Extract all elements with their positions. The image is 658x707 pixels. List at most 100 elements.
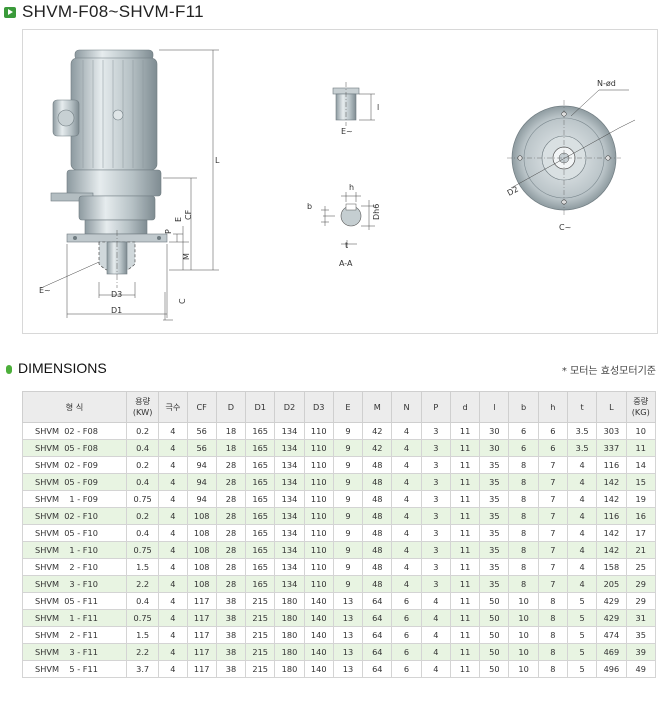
table-cell: 142 [596,473,627,491]
table-cell: 7 [537,490,569,508]
table-cell: 134 [274,507,305,525]
table-cell: 496 [596,660,627,678]
table-cell: 13 [332,609,364,627]
page-title: SHVM-F08~SHVM-F11 [22,2,204,21]
table-cell: 4 [158,609,188,627]
table-cell: 117 [186,626,217,644]
table-cell: 4 [158,643,188,661]
table-cell: 4 [391,541,422,559]
table-cell: 38 [215,609,247,627]
table-cell: 35 [479,507,510,525]
table-cell: 6 [508,439,539,457]
column-header-label: l [493,401,496,412]
table-cell: 64 [362,592,393,610]
table-cell: 50 [479,609,510,627]
table-cell: 117 [186,660,217,678]
table-cell: 8 [508,456,539,474]
column-header-label: D1 [254,401,266,412]
table-cell: 38 [215,592,247,610]
table-cell: 14 [625,456,657,474]
table-cell: 4 [566,524,598,542]
table-cell: 215 [245,626,276,644]
table-cell: 215 [245,643,276,661]
table-cell: 11 [449,643,481,661]
column-header: D1 [245,391,276,423]
table-cell: 3 [420,541,451,559]
table-cell: 142 [596,490,627,508]
table-cell: 4 [566,473,598,491]
table-cell: 48 [362,473,393,491]
table-cell: 3.7 [125,660,160,678]
table-cell: 11 [449,439,481,457]
column-header-label: b [521,401,527,412]
table-cell: 108 [186,524,217,542]
table-cell: 28 [215,473,247,491]
table-cell: 0.2 [125,422,160,440]
table-cell: 9 [332,507,364,525]
table-cell: 6 [537,439,569,457]
model-cell: SHVM 5 - F11 [22,660,127,678]
table-cell: 4 [158,490,188,508]
table-cell: 8 [508,473,539,491]
column-header: M [362,391,393,423]
column-header: L [596,391,627,423]
table-cell: 10 [508,609,539,627]
label-E-view: E~ [39,286,51,295]
column-header-label: D [227,401,235,412]
table-cell: 6 [391,592,422,610]
table-cell: 134 [274,473,305,491]
table-cell: 4 [158,507,188,525]
label-P: P [164,229,173,234]
table-cell: 11 [449,473,481,491]
drawing-svg: L CF P E M C D3 D1 E~ l E~ [39,49,636,321]
model-cell: SHVM 05 - F10 [22,524,127,542]
table-cell: 134 [274,422,305,440]
label-CF: CF [184,209,193,220]
model-cell: SHVM 02 - F08 [22,422,127,440]
table-cell: 474 [596,626,627,644]
table-cell: 28 [215,490,247,508]
table-cell: 28 [215,541,247,559]
table-cell: 9 [332,456,364,474]
label-D2: D2 [506,185,520,198]
table-cell: 142 [596,524,627,542]
label-Dh6: Dh6 [372,204,381,220]
table-cell: 64 [362,660,393,678]
model-cell: SHVM 2 - F10 [22,558,127,576]
table-cell: 8 [508,524,539,542]
table-cell: 3 [420,558,451,576]
table-cell: 303 [596,422,627,440]
table-cell: 11 [449,541,481,559]
table-cell: 9 [332,473,364,491]
table-cell: 3 [420,439,451,457]
model-cell: SHVM 2 - F11 [22,626,127,644]
column-header: P [420,391,451,423]
table-cell: 117 [186,592,217,610]
table-cell: 429 [596,592,627,610]
model-cell: SHVM 02 - F09 [22,456,127,474]
column-header: d [449,391,481,423]
table-cell: 13 [332,592,364,610]
table-cell: 3 [420,524,451,542]
table-cell: 0.4 [125,473,160,491]
table-cell: 110 [303,524,334,542]
column-header: CF [186,391,217,423]
model-cell: SHVM 1 - F11 [22,609,127,627]
table-cell: 9 [332,575,364,593]
motor-side-view [50,49,168,288]
table-cell: 4 [420,626,451,644]
label-l: l [377,103,379,112]
model-cell: SHVM 05 - F09 [22,473,127,491]
table-cell: 5 [566,609,598,627]
model-cell: SHVM 3 - F11 [22,643,127,661]
table-cell: 4 [391,439,422,457]
table-cell: 6 [391,609,422,627]
label-D3: D3 [111,290,122,299]
table-cell: 7 [537,541,569,559]
table-cell: 1.5 [125,626,160,644]
table-cell: 3.5 [566,439,598,457]
column-header-unit: (KW) [132,407,153,417]
